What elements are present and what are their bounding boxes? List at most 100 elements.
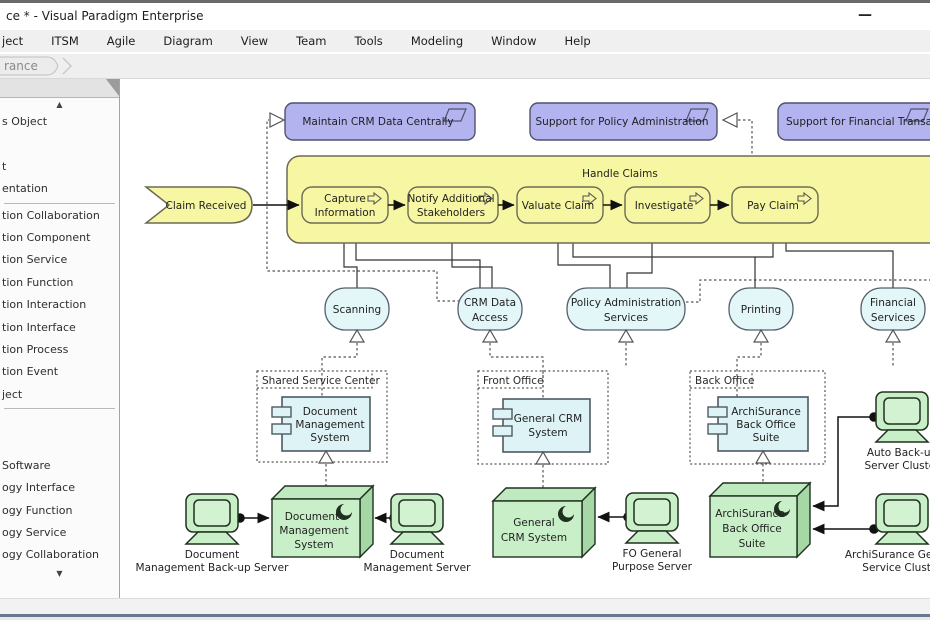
service-scanning[interactable]: Scanning (324, 287, 390, 343)
device-label: ArchiSurance General (845, 549, 930, 561)
process-label: Stakeholders (417, 207, 485, 219)
palette-item-application-process[interactable]: tion Process (2, 342, 69, 356)
palette-item-blank-2[interactable] (0, 410, 119, 432)
device-label: Management Server (364, 562, 472, 574)
palette-item-application-service[interactable]: tion Service (2, 253, 68, 267)
palette-header[interactable] (0, 79, 119, 98)
palette-item-application-component[interactable]: tion Component (2, 230, 91, 244)
menu-item-itsm[interactable]: ITSM (51, 34, 79, 48)
menu-item-diagram[interactable]: Diagram (163, 34, 213, 48)
main-area: ▲ s Object t entation tion Collaboration… (0, 79, 930, 598)
window-title: ce * - Visual Paradigm Enterprise (6, 9, 204, 23)
node-general-crm[interactable]: General CRM System (491, 486, 597, 559)
node-label: System (294, 539, 333, 551)
process-investigate[interactable]: Investigate (624, 186, 711, 224)
serving-policy-to-valuate[interactable] (555, 220, 611, 288)
component-label: Management (295, 419, 364, 431)
serving-policy-to-investigate[interactable] (626, 220, 662, 288)
palette-item-technology-interface[interactable]: ogy Interface (2, 481, 75, 495)
hollow-triangle-icon (754, 449, 772, 464)
menu-item-project[interactable]: ject (2, 34, 24, 48)
window-bottom-edge (0, 614, 930, 617)
palette-item-business-object[interactable]: s Object (2, 115, 48, 128)
palette-item-representation[interactable]: entation (2, 182, 48, 196)
serving-scanning-to-capture[interactable] (341, 220, 358, 288)
hollow-triangle-icon (534, 450, 552, 465)
palette-item-application-interaction[interactable]: tion Interaction (2, 298, 87, 312)
palette-item-blank-3[interactable] (0, 432, 119, 454)
palette-scroll-up-icon[interactable]: ▲ (56, 100, 63, 109)
service-label: Policy Administration (571, 297, 681, 309)
app-service-maintain-crm[interactable]: Maintain CRM Data Centrally (269, 102, 476, 141)
menu-item-help[interactable]: Help (564, 34, 591, 48)
process-notify-stakeholders[interactable]: Notify Additional Stakeholders (407, 186, 499, 224)
device-dm-backup-server[interactable]: Document Management Back-up Server (136, 493, 290, 574)
serving-crm-to-notify[interactable] (449, 220, 493, 288)
realization-crm-to-crm-access[interactable] (489, 343, 544, 399)
palette-item-application-collaboration[interactable]: tion Collaboration (2, 208, 100, 222)
palette-item-application-interface[interactable]: tion Interface (2, 320, 76, 334)
service-printing[interactable]: Printing (728, 287, 794, 343)
chevron-right-icon (62, 57, 72, 75)
device-label: FO General (622, 548, 681, 560)
component-general-crm[interactable]: General CRM System (492, 398, 591, 465)
hollow-triangle-icon (481, 328, 499, 343)
palette-scroll-down-icon[interactable]: ▼ (56, 568, 63, 578)
realization-dms-to-scanning[interactable] (321, 343, 358, 397)
palette-item-application-function[interactable]: tion Function (2, 275, 74, 289)
process-icon (797, 191, 812, 206)
service-label: Scanning (333, 304, 381, 316)
node-label: ArchiSurance (715, 508, 785, 520)
process-capture-information[interactable]: Capture Information (301, 186, 389, 224)
node-label: Back Office (722, 523, 781, 535)
device-stand (874, 531, 930, 545)
group-label-box (690, 371, 753, 389)
assoc-autobackup-to-suite[interactable] (812, 412, 879, 512)
process-label: Capture (324, 193, 366, 205)
palette-item-contract[interactable]: t (2, 159, 7, 173)
service-crm-data-access[interactable]: CRM Data Access (457, 287, 523, 343)
palette-item-data-object[interactable]: ject (2, 387, 23, 401)
menu-item-tools[interactable]: Tools (354, 34, 383, 48)
palette-item-system-software[interactable]: Software (2, 458, 51, 472)
palette-item-blank-1[interactable] (0, 133, 119, 155)
node-archisurance-suite[interactable]: ArchiSurance Back Office Suite (708, 481, 812, 559)
app-service-financial[interactable]: Support for Financial Transactions (777, 102, 930, 141)
realization-backoffice-to-printing[interactable] (736, 343, 762, 397)
menu-item-modeling[interactable]: Modeling (410, 34, 464, 48)
app-service-icon (443, 108, 467, 122)
node-dms[interactable]: Document Management System (270, 484, 375, 559)
service-financial[interactable]: Financial Services (860, 287, 926, 343)
process-valuate-claim[interactable]: Valuate Claim (516, 186, 604, 224)
menu-item-team[interactable]: Team (296, 34, 327, 48)
component-dms[interactable]: Document Management System (271, 396, 371, 464)
hollow-triangle-icon (884, 328, 902, 343)
component-archisurance-suite[interactable]: ArchiSurance Back Office Suite (707, 396, 809, 464)
menu-item-window[interactable]: Window (491, 34, 537, 48)
minimize-button[interactable]: — (858, 7, 872, 23)
palette-item-application-event[interactable]: tion Event (2, 365, 59, 379)
device-general-service-cluster[interactable]: ArchiSurance General Service Cluster (845, 493, 930, 574)
app-service-icon (905, 108, 929, 122)
component-label: Suite (753, 432, 780, 444)
service-policy-administration[interactable]: Policy Administration Services (566, 287, 686, 343)
palette-item-technology-collaboration[interactable]: ogy Collaboration (2, 548, 100, 562)
hollow-triangle-icon (269, 112, 286, 128)
realization-policy-services-right[interactable] (686, 279, 930, 303)
palette-item-technology-function[interactable]: ogy Function (2, 503, 73, 517)
device-auto-backup-cluster[interactable]: Auto Back-up Server Cluster (864, 391, 930, 472)
palette-item-technology-service[interactable]: ogy Service (2, 526, 67, 540)
process-pay-claim[interactable]: Pay Claim (731, 186, 819, 224)
device-dm-server[interactable]: Document Management Server (364, 493, 472, 574)
node-top-face (270, 485, 375, 500)
breadcrumb: rance (0, 54, 930, 79)
menu-item-view[interactable]: View (240, 34, 269, 48)
menu-item-agile[interactable]: Agile (106, 34, 136, 48)
device-label: Management Back-up Server (136, 562, 290, 574)
breadcrumb-chevron[interactable]: rance (0, 54, 130, 78)
diagram-canvas[interactable]: Maintain CRM Data Centrally Support for … (120, 79, 930, 598)
service-label: Services (604, 312, 648, 324)
app-service-policy-admin[interactable]: Support for Policy Administration (529, 102, 738, 141)
event-claim-received[interactable]: Claim Received (143, 186, 253, 224)
device-fo-server[interactable]: FO General Purpose Server (612, 492, 693, 573)
